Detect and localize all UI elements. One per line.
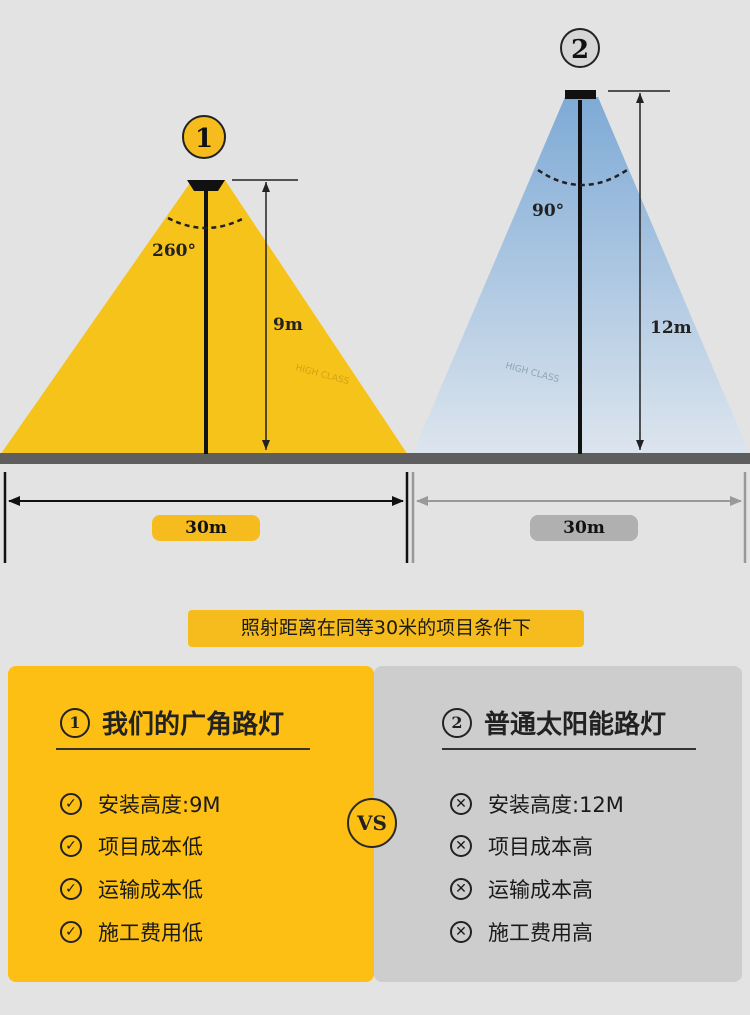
right-width-arrow-end — [730, 496, 742, 506]
list-item-text: 项目成本高 — [488, 835, 593, 859]
standard-solar-light-card: 2 普通太阳能路灯 ✕ 安装高度:12M ✕ 项目成本高 ✕ 运输成本高 ✕ 施… — [374, 666, 742, 982]
list-item-text: 项目成本低 — [98, 835, 203, 859]
right-number: 2 — [571, 35, 589, 65]
ground-line — [0, 453, 750, 464]
cross-circle-icon: ✕ — [450, 921, 472, 943]
card-title-text: 我们的广角路灯 — [102, 710, 285, 740]
check-circle-icon: ✓ — [60, 835, 82, 857]
right-angle-label: 90° — [532, 201, 564, 221]
right-width-label: 30m — [530, 515, 638, 541]
list-item: ✓ 安装高度:9M — [60, 789, 221, 819]
list-item: ✕ 运输成本高 — [450, 874, 593, 904]
vs-badge: VS — [347, 798, 397, 848]
streetlight-comparison-diagram: 1 2 260° 9m 90° 12m HIGH CLASS HIGH CLAS… — [0, 28, 750, 563]
list-item-text: 安装高度:9M — [98, 793, 221, 817]
left-width-arrow-start — [8, 496, 20, 506]
card-number: 2 — [442, 707, 472, 738]
card-title-text: 普通太阳能路灯 — [484, 710, 667, 740]
left-light-pole — [204, 190, 208, 454]
right-angle-arc — [537, 168, 628, 187]
wide-angle-light-card: 1 我们的广角路灯 ✓ 安装高度:9M ✓ 项目成本低 ✓ 运输成本低 ✓ 施工… — [8, 666, 374, 982]
list-item: ✕ 施工费用高 — [450, 917, 593, 947]
list-item-text: 安装高度:12M — [488, 793, 624, 817]
right-number-circle — [560, 28, 600, 68]
left-number: 1 — [195, 124, 213, 154]
right-height-label: 12m — [650, 318, 692, 338]
left-width-arrow-end — [392, 496, 404, 506]
check-circle-icon: ✓ — [60, 793, 82, 815]
card-title: 1 我们的广角路灯 — [60, 704, 284, 741]
title-divider — [56, 748, 310, 750]
card-title: 2 普通太阳能路灯 — [442, 704, 666, 741]
cross-circle-icon: ✕ — [450, 793, 472, 815]
list-item-text: 运输成本高 — [488, 878, 593, 902]
left-number-circle — [182, 115, 226, 159]
list-item-text: 施工费用低 — [98, 921, 203, 945]
left-height-arrow-top — [262, 182, 270, 192]
right-width-arrow-start — [416, 496, 428, 506]
list-item: ✓ 运输成本低 — [60, 874, 203, 904]
list-item: ✓ 施工费用低 — [60, 917, 203, 947]
title-divider — [442, 748, 696, 750]
left-lamp-head — [187, 180, 225, 191]
right-lamp-head — [565, 90, 596, 99]
left-angle-arc — [167, 216, 245, 230]
comparison-banner: 照射距离在同等30米的项目条件下 — [188, 610, 584, 647]
left-width-label: 30m — [152, 515, 260, 541]
check-circle-icon: ✓ — [60, 921, 82, 943]
right-height-arrow-bottom — [636, 440, 644, 450]
left-angle-label: 260° — [152, 241, 196, 261]
check-circle-icon: ✓ — [60, 878, 82, 900]
list-item: ✕ 安装高度:12M — [450, 789, 624, 819]
list-item-text: 施工费用高 — [488, 921, 593, 945]
card-number: 1 — [60, 707, 90, 738]
cross-circle-icon: ✕ — [450, 835, 472, 857]
left-height-label: 9m — [273, 315, 303, 335]
left-height-arrow-bottom — [262, 440, 270, 450]
list-item: ✓ 项目成本低 — [60, 831, 203, 861]
list-item-text: 运输成本低 — [98, 878, 203, 902]
cross-circle-icon: ✕ — [450, 878, 472, 900]
list-item: ✕ 项目成本高 — [450, 831, 593, 861]
right-height-arrow-top — [636, 93, 644, 103]
right-light-pole — [578, 100, 582, 454]
